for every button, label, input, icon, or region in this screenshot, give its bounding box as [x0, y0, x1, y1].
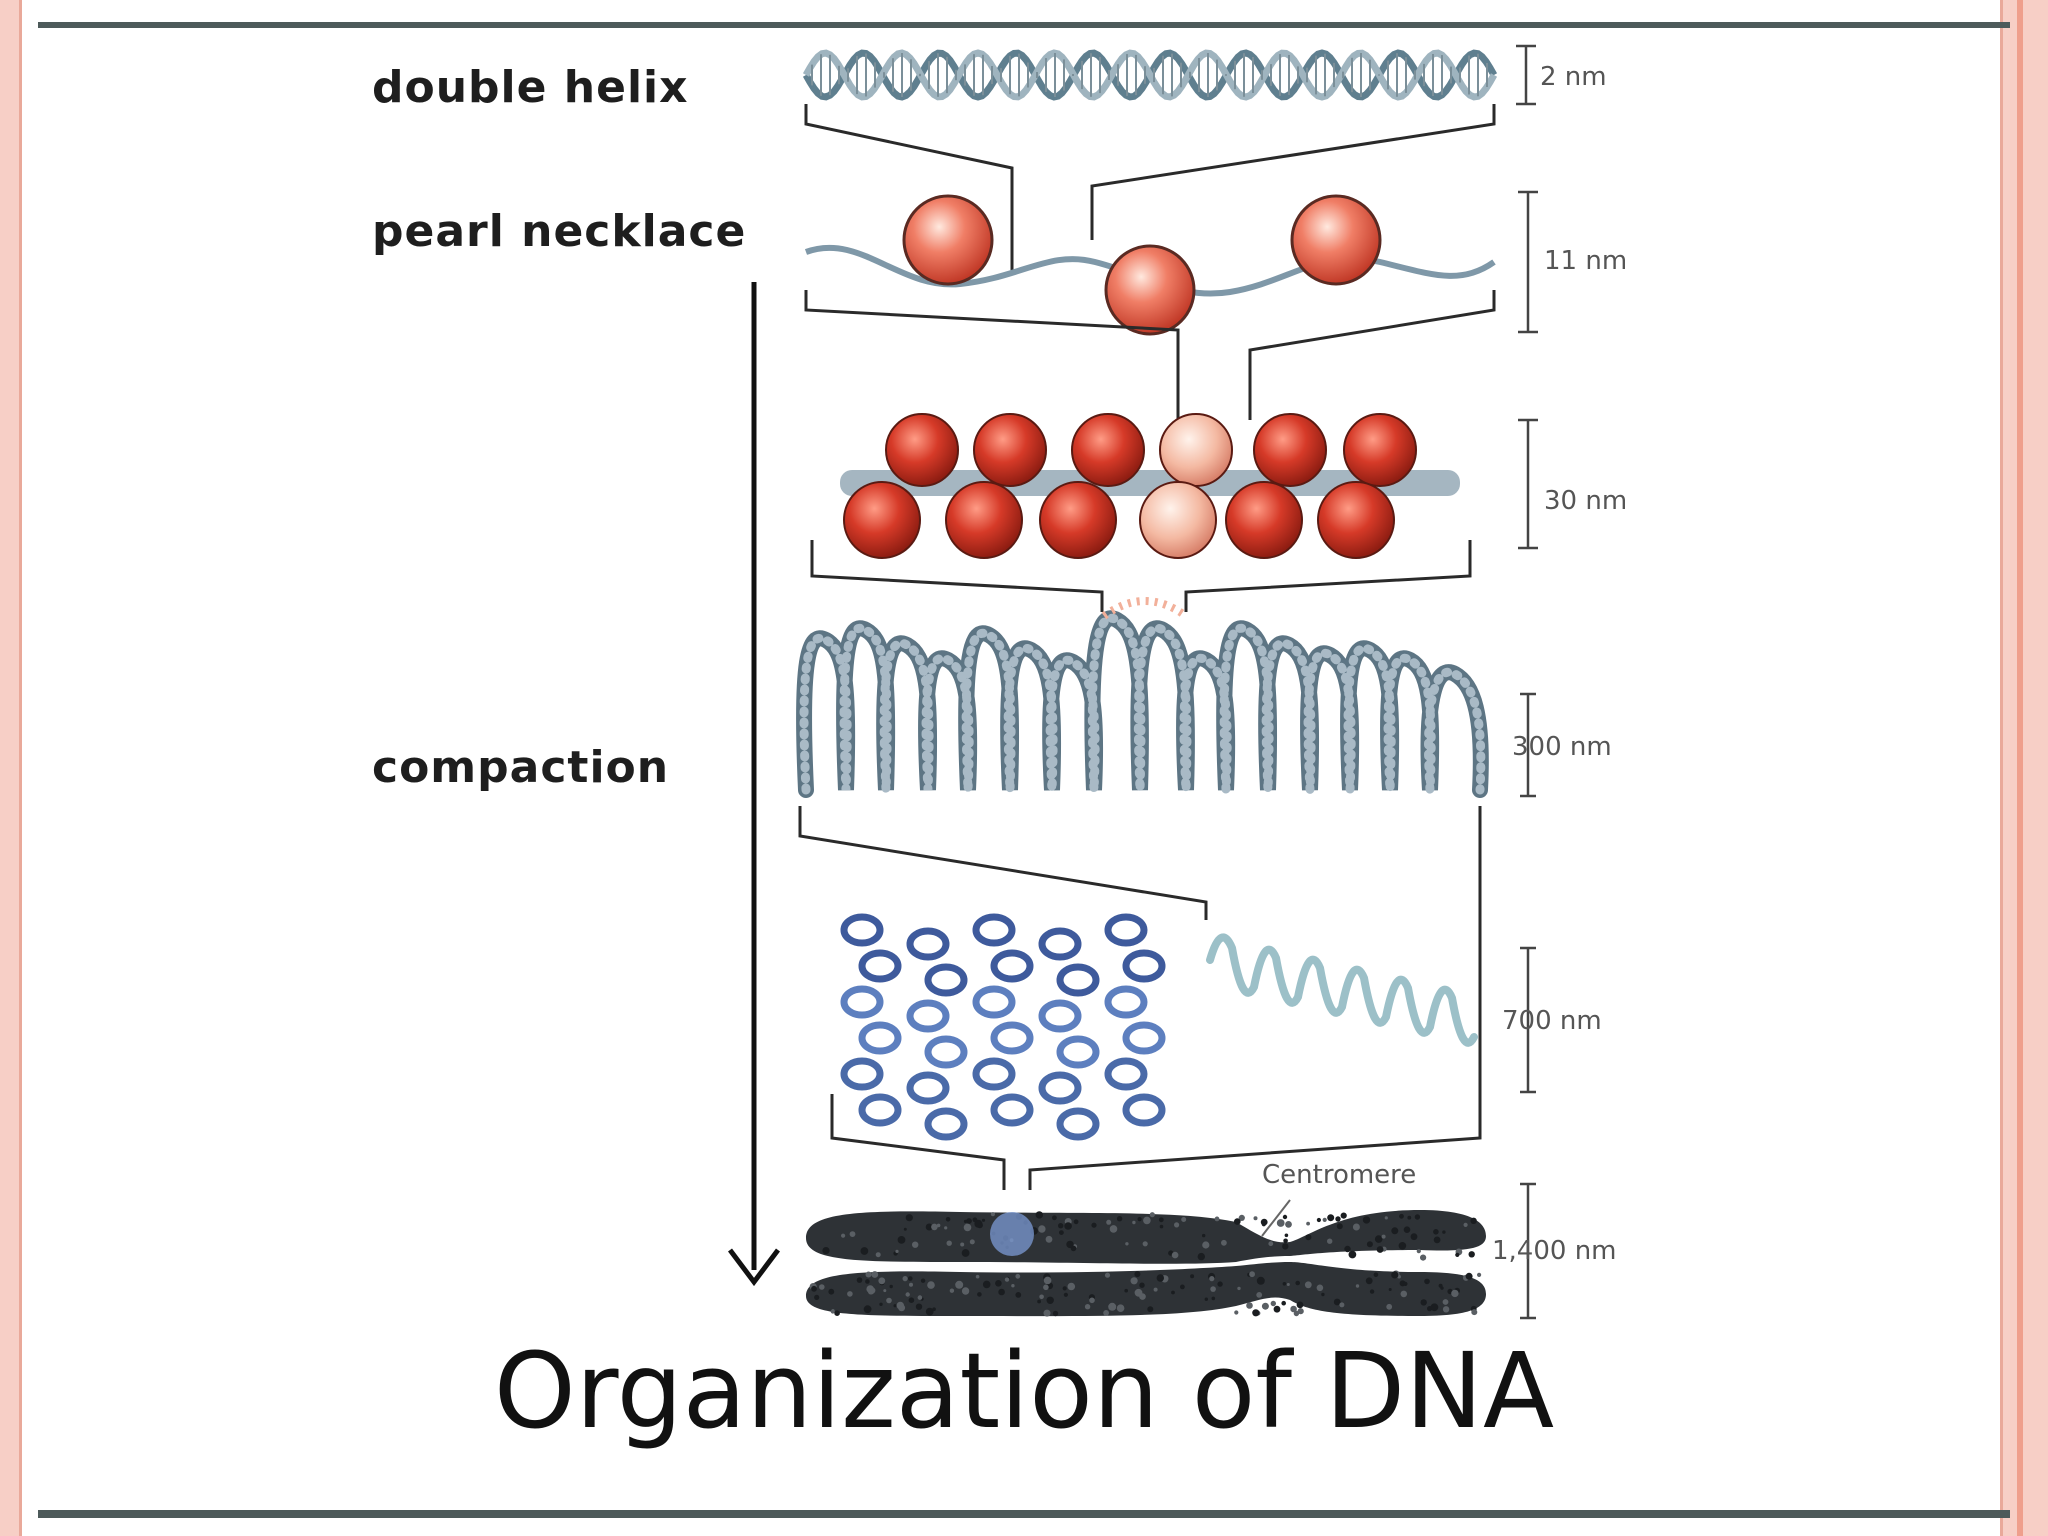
right-frame-accent: [2017, 0, 2023, 1536]
metaphase-chromosome-illustration: [806, 1199, 1486, 1317]
nucleosome: [1071, 413, 1145, 487]
nucleosome: [1317, 481, 1395, 559]
label-pearl-necklace: pearl necklace: [372, 206, 747, 257]
label-compaction: compaction: [372, 742, 670, 793]
condensed-chromatin-illustration: [840, 913, 1478, 1141]
scale-label-11nm: 11 nm: [1544, 246, 1628, 276]
connector-helix-to-necklace: [804, 104, 1496, 274]
scale-bar-icon: [1516, 44, 1538, 1320]
nucleosome: [1225, 481, 1303, 559]
scale-label-30nm: 30 nm: [1544, 486, 1628, 516]
connector-condensed-to-chromosome: [830, 1094, 1482, 1190]
double-helix-illustration: [802, 49, 1498, 101]
nucleosome: [843, 481, 921, 559]
top-rule: [38, 22, 2010, 28]
label-double-helix: double helix: [372, 62, 689, 113]
looped-domains-illustration: [796, 597, 1489, 798]
left-frame-border: [0, 0, 22, 1536]
nucleosome: [902, 194, 994, 286]
nucleosome: [1159, 413, 1233, 487]
nucleosome: [1139, 481, 1217, 559]
right-frame-border: [2000, 0, 2048, 1536]
nucleosome: [1290, 194, 1382, 286]
scale-label-2nm: 2 nm: [1540, 62, 1607, 92]
scale-label-1400nm: 1,400 nm: [1492, 1236, 1617, 1266]
centromere-label: Centromere: [1262, 1160, 1417, 1190]
pearl-necklace-illustration: [804, 194, 1496, 336]
nucleosome: [945, 481, 1023, 559]
connector-necklace-to-solenoid: [804, 290, 1496, 420]
connector-loops-to-condensed: [798, 806, 1482, 1108]
nucleosome: [1253, 413, 1327, 487]
diagram-caption: Organization of DNA: [493, 1330, 1555, 1452]
nucleosome: [885, 413, 959, 487]
nucleosome: [973, 413, 1047, 487]
nucleosome: [1104, 244, 1196, 336]
nucleosome: [1343, 413, 1417, 487]
scale-label-300nm: 300 nm: [1512, 732, 1612, 762]
solenoid-fiber-illustration: [840, 413, 1460, 559]
nucleosome: [1039, 481, 1117, 559]
connector-solenoid-to-loops: [810, 540, 1472, 612]
bottom-rule: [38, 1510, 2010, 1518]
downward-arrow-icon: [728, 282, 780, 1287]
scale-label-700nm: 700 nm: [1502, 1006, 1602, 1036]
